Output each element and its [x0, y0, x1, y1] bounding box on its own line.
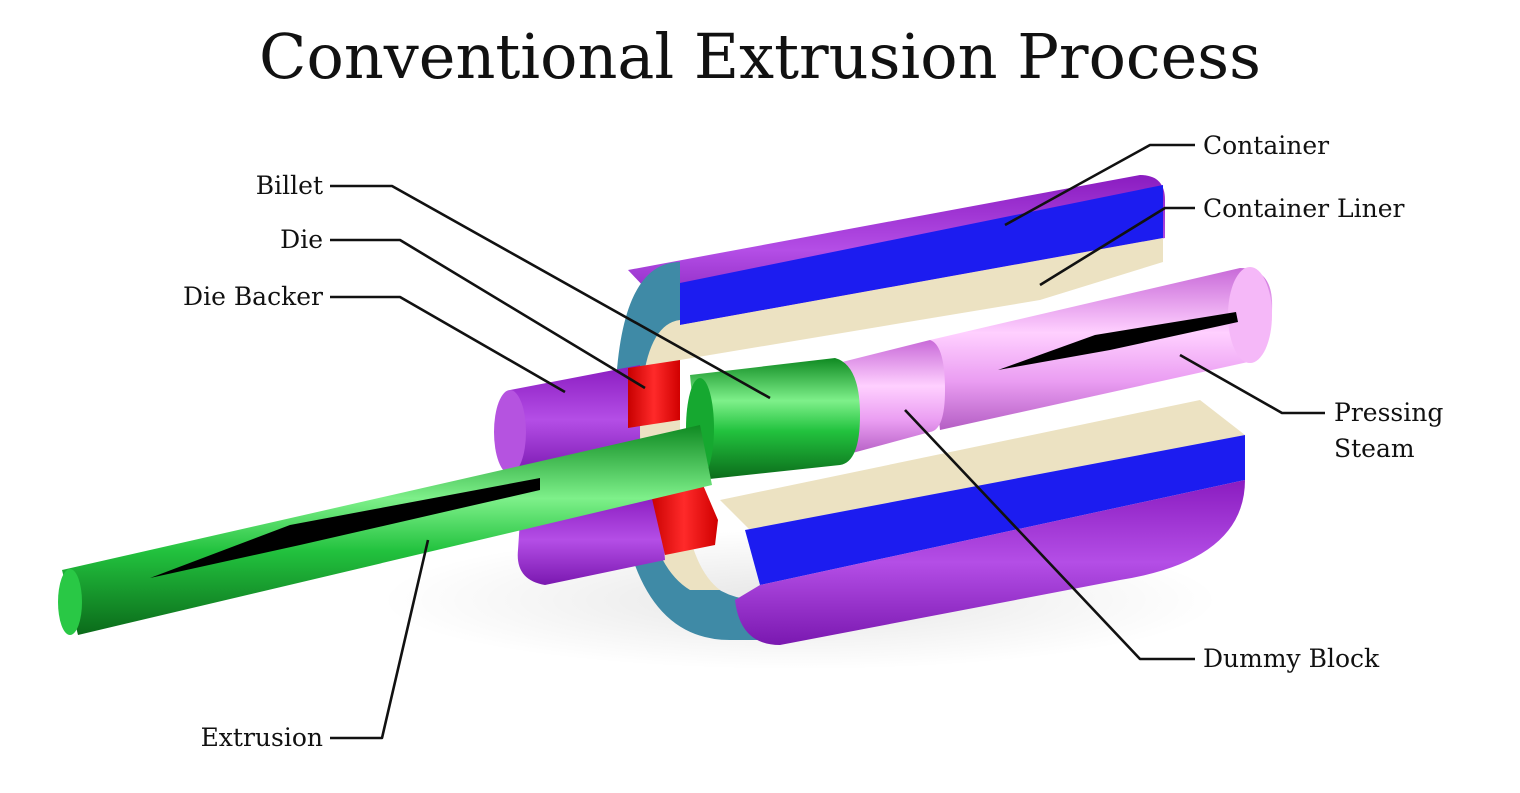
billet-shape — [686, 358, 860, 480]
leader-die-backer — [330, 295, 566, 394]
label-die-backer: Die Backer — [183, 282, 323, 311]
label-billet: Billet — [256, 171, 323, 200]
leader-container-liner — [1039, 206, 1195, 287]
label-extrusion: Extrusion — [201, 723, 323, 752]
label-pressing-steam-line1: Pressing — [1334, 398, 1443, 427]
extrusion-rod — [58, 425, 712, 635]
container-cut-face-upper — [680, 185, 1163, 325]
leader-container — [1004, 143, 1195, 227]
container-upper — [628, 175, 1165, 360]
label-container: Container — [1203, 131, 1329, 160]
label-die: Die — [280, 225, 323, 254]
leader-dummy-block — [904, 409, 1195, 661]
leader-extrusion — [330, 539, 430, 740]
die-shape — [628, 360, 718, 555]
label-container-liner: Container Liner — [1203, 194, 1405, 223]
container-liner-lower — [720, 400, 1245, 540]
leader-pressing-steam — [1179, 353, 1325, 415]
stem-direction-arrow — [998, 312, 1238, 370]
container-liner-upper — [680, 238, 1163, 360]
container-cut-face-lower — [745, 435, 1245, 585]
page-title: Conventional Extrusion Process — [259, 20, 1261, 93]
label-dummy-block: Dummy Block — [1203, 644, 1380, 673]
leader-die — [330, 238, 646, 390]
container-lower — [720, 400, 1245, 645]
label-pressing-steam-line2: Steam — [1334, 434, 1415, 463]
extrusion-direction-arrow — [150, 478, 540, 578]
leader-billet — [330, 184, 771, 400]
